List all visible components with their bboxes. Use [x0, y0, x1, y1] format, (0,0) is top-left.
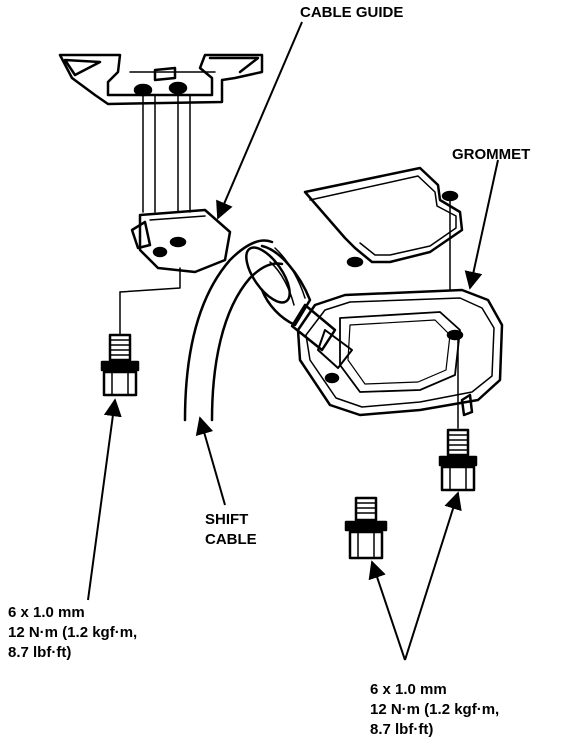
shift-cable-label: SHIFT CABLE	[205, 511, 257, 548]
shift-cable-tube	[185, 241, 282, 420]
right-upper-bolt	[440, 430, 476, 490]
left-bolt	[102, 292, 138, 395]
right-torque-arrow-upper	[405, 491, 462, 660]
right-lower-bolt	[346, 498, 386, 558]
upper-bracket	[60, 55, 262, 104]
cable-boot	[238, 241, 352, 368]
left-torque-arrow	[88, 398, 122, 600]
cover-guide-lines	[450, 200, 458, 428]
left-torque-spec: 6 x 1.0 mm 12 N·m (1.2 kgf·m, 8.7 lbf·ft…	[8, 604, 138, 661]
shift-cable-arrow	[195, 416, 225, 505]
cable-guide-arrow	[216, 22, 302, 220]
cable-guide-label: CABLE GUIDE	[300, 4, 404, 21]
grommet-arrow	[464, 160, 498, 290]
grommet-label: GROMMET	[452, 146, 531, 163]
bracket-guide-lines	[143, 96, 190, 212]
cover-plate	[305, 168, 462, 266]
grommet-plate	[298, 290, 502, 415]
right-torque-arrow-lower	[368, 560, 405, 660]
right-torque-spec: 6 x 1.0 mm 12 N·m (1.2 kgf·m, 8.7 lbf·ft…	[370, 681, 500, 738]
cable-guide	[132, 210, 230, 272]
left-bolt-leader	[120, 268, 180, 292]
